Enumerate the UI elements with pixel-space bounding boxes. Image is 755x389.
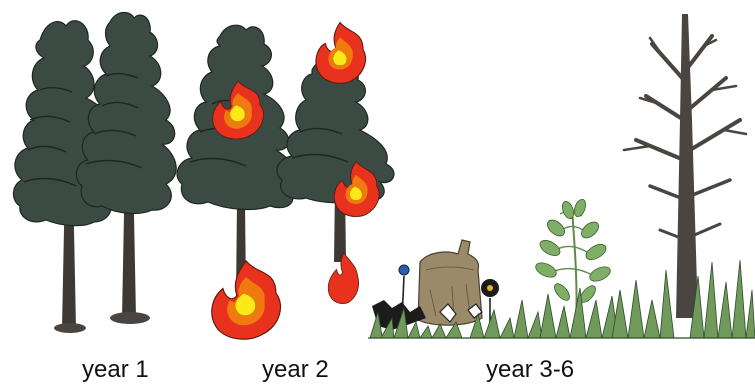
- sapling-icon: [533, 198, 612, 324]
- dead-tree-icon: [624, 14, 746, 318]
- caption-year-2: year 2: [262, 356, 329, 384]
- flame-icon: [212, 261, 281, 339]
- caption-year-1: year 1: [82, 356, 149, 384]
- pine-tree-icon: [277, 60, 394, 262]
- flame-icon: [328, 253, 358, 304]
- caption-year-3-6: year 3-6: [486, 356, 574, 384]
- flame-icon: [316, 23, 366, 84]
